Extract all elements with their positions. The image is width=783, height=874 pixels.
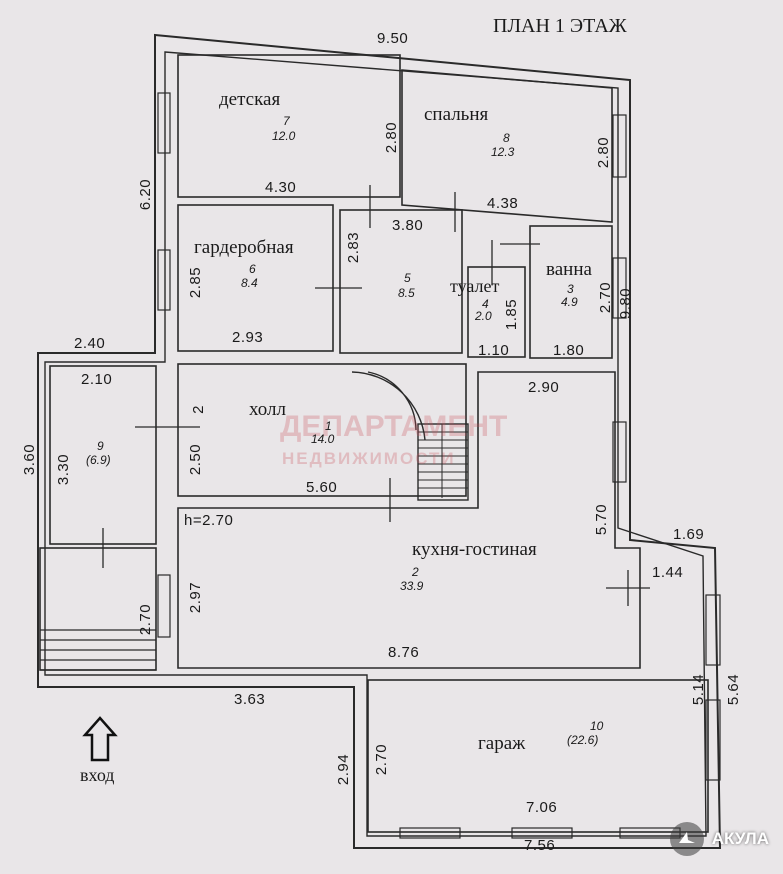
room-vanna-name: ванна: [546, 259, 592, 280]
dim-144: 1.44: [652, 564, 684, 581]
dim-293: 2.93: [232, 329, 264, 346]
dim-110: 1.10: [478, 342, 510, 359]
room-spalnya-name: спальня: [424, 104, 489, 125]
dim-280a: 2.80: [383, 121, 401, 154]
room-detskaya-num: 7: [283, 114, 290, 128]
room-kuhnya-outline: [177, 371, 641, 669]
logo: АКУЛА: [669, 822, 769, 856]
dim-240: 2.40: [74, 335, 106, 352]
dim-270v: 2.70: [597, 281, 615, 314]
room-vanna-num: 3: [567, 282, 574, 296]
room-spalnya-num: 8: [503, 131, 510, 145]
room-tualet-num: 4: [482, 297, 489, 311]
dim-top-950: 9.50: [377, 30, 409, 47]
dim-756: 7.56: [524, 837, 556, 854]
stair-curve: [351, 371, 426, 441]
room-garazh-name: гараж: [478, 733, 526, 754]
room-kuhnya-area: 33.9: [400, 579, 424, 593]
dim-180: 1.80: [553, 342, 585, 359]
dim-620: 6.20: [137, 178, 155, 211]
room-holl-outline: [177, 363, 467, 497]
dim-330: 3.30: [55, 453, 73, 486]
dim-430: 4.30: [265, 179, 297, 196]
dim-270b: 2.70: [137, 603, 155, 636]
room-garazh-num: 10: [590, 719, 604, 733]
dim-980: 9.80: [617, 287, 635, 320]
room-detskaya-area: 12.0: [272, 129, 296, 143]
room-holl-name: холл: [249, 399, 286, 420]
room-tambur-num: 9: [97, 439, 104, 453]
room-tualet-area: 2.0: [475, 309, 492, 323]
room-tualet-outline: [467, 266, 526, 358]
room-koridor-outline: [339, 209, 463, 354]
room-garderob-num: 6: [249, 262, 256, 276]
room-kuhnya-name: кухня-гостиная: [412, 539, 537, 560]
dim-285: 2.85: [187, 266, 205, 299]
dim-876: 8.76: [388, 644, 420, 661]
room-spalnya-area: 12.3: [491, 145, 515, 159]
dim-564: 5.64: [725, 673, 743, 706]
inner-wall-outline: [44, 51, 707, 837]
room-koridor-area: 8.5: [398, 286, 415, 300]
room-garazh-outline: [367, 679, 709, 833]
logo-text: АКУЛА: [711, 829, 769, 848]
dim-2: 2: [189, 405, 207, 414]
room-vanna-area: 4.9: [561, 295, 578, 309]
outer-wall: [37, 33, 722, 849]
porch-steps: [40, 629, 156, 671]
dim-294: 2.94: [335, 753, 353, 786]
dim-363: 3.63: [234, 691, 266, 708]
room-garderob-name: гардеробная: [194, 237, 294, 258]
dim-560: 5.60: [306, 479, 338, 496]
watermark-line1: ДЕПАРТАМЕНТ: [280, 410, 508, 443]
dim-570: 5.70: [593, 503, 611, 536]
room-tambur-area: (6.9): [86, 453, 111, 467]
dim-283: 2.83: [345, 231, 363, 264]
watermark-line2: НЕДВИЖИМОСТИ: [282, 449, 456, 468]
room-detskaya-name: детская: [219, 89, 281, 110]
dim-290: 2.90: [528, 379, 560, 396]
entrance-label: вход: [80, 765, 115, 785]
dim-514: 5.14: [690, 673, 708, 706]
dim-380: 3.80: [392, 217, 424, 234]
shark-icon: [669, 822, 704, 856]
dim-438: 4.38: [487, 195, 519, 212]
dim-270c: 2.70: [373, 743, 391, 776]
stair-flight: [417, 423, 469, 501]
windows: [157, 92, 721, 839]
entrance-arrow: [82, 716, 118, 762]
ceiling-height-label: h=2.70: [184, 512, 234, 529]
plan-title: ПЛАН 1 ЭТАЖ: [493, 15, 627, 37]
dim-250: 2.50: [187, 443, 205, 476]
room-garazh-area: (22.6): [567, 733, 599, 747]
door-ticks: [102, 185, 650, 606]
room-detskaya-outline: [177, 54, 401, 198]
room-garderob-outline: [177, 204, 334, 352]
dim-280b: 2.80: [595, 136, 613, 169]
room-vanna-outline: [529, 225, 613, 359]
room-kuhnya-num: 2: [412, 565, 419, 579]
room-tualet-name: туалет: [450, 276, 500, 296]
dim-360: 3.60: [21, 443, 39, 476]
dim-706: 7.06: [526, 799, 558, 816]
room-holl-num: 1: [325, 419, 332, 433]
room-spalnya-outline: [401, 69, 613, 223]
room-koridor-num: 5: [404, 271, 411, 285]
dim-185: 1.85: [503, 298, 521, 331]
dim-297: 2.97: [187, 581, 205, 614]
room-garderob-area: 8.4: [241, 276, 258, 290]
room-holl-area: 14.0: [311, 432, 335, 446]
dim-210: 2.10: [81, 371, 113, 388]
stair-treads: [418, 424, 468, 498]
dim-169: 1.69: [673, 526, 705, 543]
